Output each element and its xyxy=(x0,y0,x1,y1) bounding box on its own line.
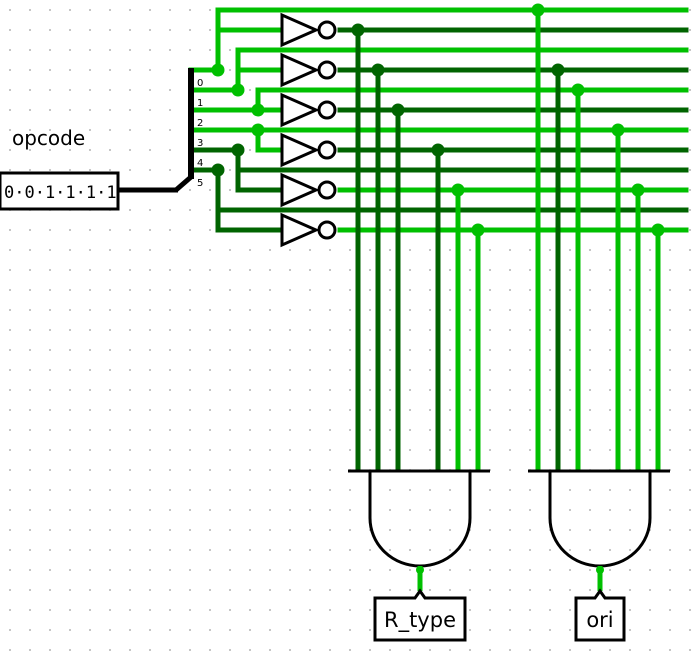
and-gates xyxy=(348,469,670,591)
not-gate-icon xyxy=(280,12,337,48)
junction-dot-7 xyxy=(371,63,385,77)
junction-dots xyxy=(211,3,665,237)
junction-dot-14 xyxy=(571,83,585,97)
junction-dot-12 xyxy=(531,3,545,17)
not-gate-icon xyxy=(280,172,337,208)
r-type-label: R_type xyxy=(384,608,456,633)
junction-dot-3 xyxy=(251,123,265,137)
junction-dot-16 xyxy=(631,183,645,197)
splitter-diagonal xyxy=(174,175,193,192)
not-gate-icon xyxy=(280,52,337,88)
ori-and-gate xyxy=(528,469,670,591)
wires xyxy=(188,7,689,473)
junction-dot-9 xyxy=(431,143,445,157)
junction-dot-2 xyxy=(251,103,265,117)
splitter-label-5: 5 xyxy=(197,178,203,189)
splitter-label-2: 2 xyxy=(197,118,203,129)
splitter-label-4: 4 xyxy=(197,158,203,169)
junction-dot-1 xyxy=(231,83,245,97)
junction-dot-6 xyxy=(351,23,365,37)
junction-dot-8 xyxy=(391,103,405,117)
ori-label: ori xyxy=(586,608,613,632)
background-grid xyxy=(9,9,691,651)
ori-output-pin[interactable]: ori xyxy=(574,588,626,642)
not-gate-icon xyxy=(280,212,337,248)
junction-dot-10 xyxy=(451,183,465,197)
not-gates xyxy=(280,12,337,248)
opcode-label: opcode xyxy=(12,126,85,150)
splitter-label-0: 0 xyxy=(197,78,203,89)
splitter-label-3: 3 xyxy=(197,138,203,149)
r-type-and-gate xyxy=(348,469,490,591)
junction-dot-15 xyxy=(611,123,625,137)
junction-dot-13 xyxy=(551,63,565,77)
not-gate-icon xyxy=(280,92,337,128)
r-type-output-pin[interactable]: R_type xyxy=(373,588,467,642)
splitter-labels: 0 1 2 3 4 5 xyxy=(197,78,203,189)
junction-dot-17 xyxy=(651,223,665,237)
opcode-value: 0·0·1·1·1·1 xyxy=(4,183,117,203)
junction-dot-4 xyxy=(231,143,245,157)
opcode-input-pin[interactable]: 0·0·1·1·1·1 xyxy=(0,171,120,211)
not-gate-icon xyxy=(280,132,337,168)
junction-dot-0 xyxy=(211,63,225,77)
splitter-label-1: 1 xyxy=(197,98,203,109)
junction-dot-11 xyxy=(471,223,485,237)
junction-dot-5 xyxy=(211,163,225,177)
